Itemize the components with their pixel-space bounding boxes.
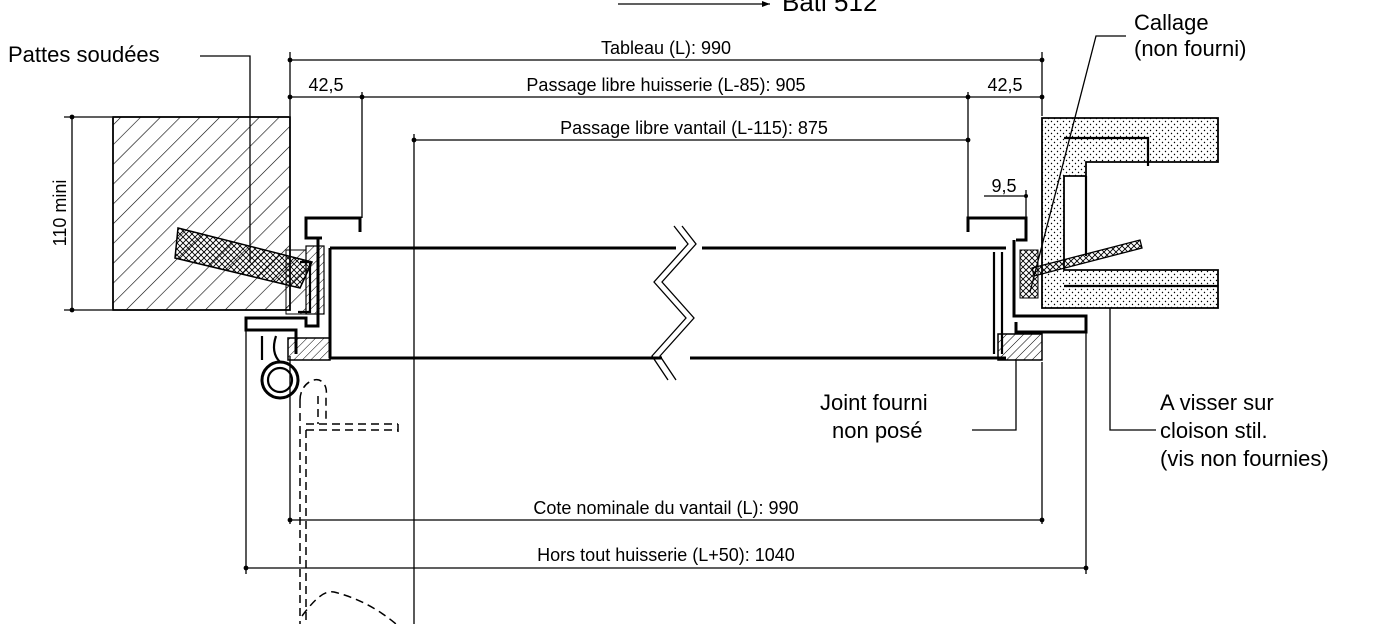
note-callage-line2: (non fourni) (1134, 36, 1247, 61)
dim-cote-nominale-label: Cote nominale du vantail (L): 990 (533, 498, 798, 518)
note-joint-line1: Joint fourni (820, 390, 928, 415)
top-cut-label: Bâti 512 (782, 0, 877, 17)
left-wall (112, 116, 291, 311)
top-cut-label-group: Bâti 512 (618, 0, 877, 17)
dim-hors-tout: Hors tout huisserie (L+50): 1040 (243, 330, 1089, 574)
note-visser-line2: cloison stil. (1160, 418, 1268, 443)
dim-right-offset-label: 42,5 (987, 75, 1022, 95)
right-partition (1031, 117, 1219, 309)
note-pattes-label: Pattes soudées (8, 42, 160, 67)
dim-height: 110 mini (50, 114, 112, 313)
dim-tableau-label: Tableau (L): 990 (601, 38, 731, 58)
note-visser-line3: (vis non fournies) (1160, 446, 1329, 471)
screw (1031, 239, 1143, 277)
dim-small-gap-label: 9,5 (991, 176, 1016, 196)
dim-passage-huisserie-label: Passage libre huisserie (L-85): 905 (526, 75, 805, 95)
right-seal (997, 333, 1043, 361)
dim-tableau: Tableau (L): 990 (287, 38, 1045, 116)
left-frame-profile (244, 216, 362, 400)
note-pattes-group: Pattes soudées (8, 42, 251, 262)
dim-passage-vantail-label: Passage libre vantail (L-115): 875 (560, 118, 828, 138)
dim-cote-nominale: Cote nominale du vantail (L): 990 (287, 356, 1045, 524)
note-callage-group: Callage (non fourni) (1029, 10, 1247, 293)
note-joint-group: Joint fourni non posé (820, 360, 1017, 443)
left-seal (287, 337, 331, 361)
note-joint-line2: non posé (832, 418, 923, 443)
dim-height-label: 110 mini (50, 180, 70, 247)
dim-passage-huisserie: 42,5 42,5 Passage libre huisserie (L-85)… (287, 75, 1045, 218)
hinge-inner (266, 366, 294, 394)
note-callage-line1: Callage (1134, 10, 1209, 35)
note-visser-line1: A visser sur (1160, 390, 1274, 415)
right-frame-profile (966, 216, 1088, 361)
dim-passage-vantail: Passage libre vantail (L-115): 875 (411, 118, 971, 624)
note-visser-group: A visser sur cloison stil. (vis non four… (1109, 308, 1329, 471)
dim-left-offset-label: 42,5 (308, 75, 343, 95)
door-leaf (328, 225, 1006, 381)
open-leaf-dashed (299, 378, 399, 624)
dim-small-gap: 9,5 (984, 176, 1028, 218)
dim-hors-tout-label: Hors tout huisserie (L+50): 1040 (537, 545, 795, 565)
